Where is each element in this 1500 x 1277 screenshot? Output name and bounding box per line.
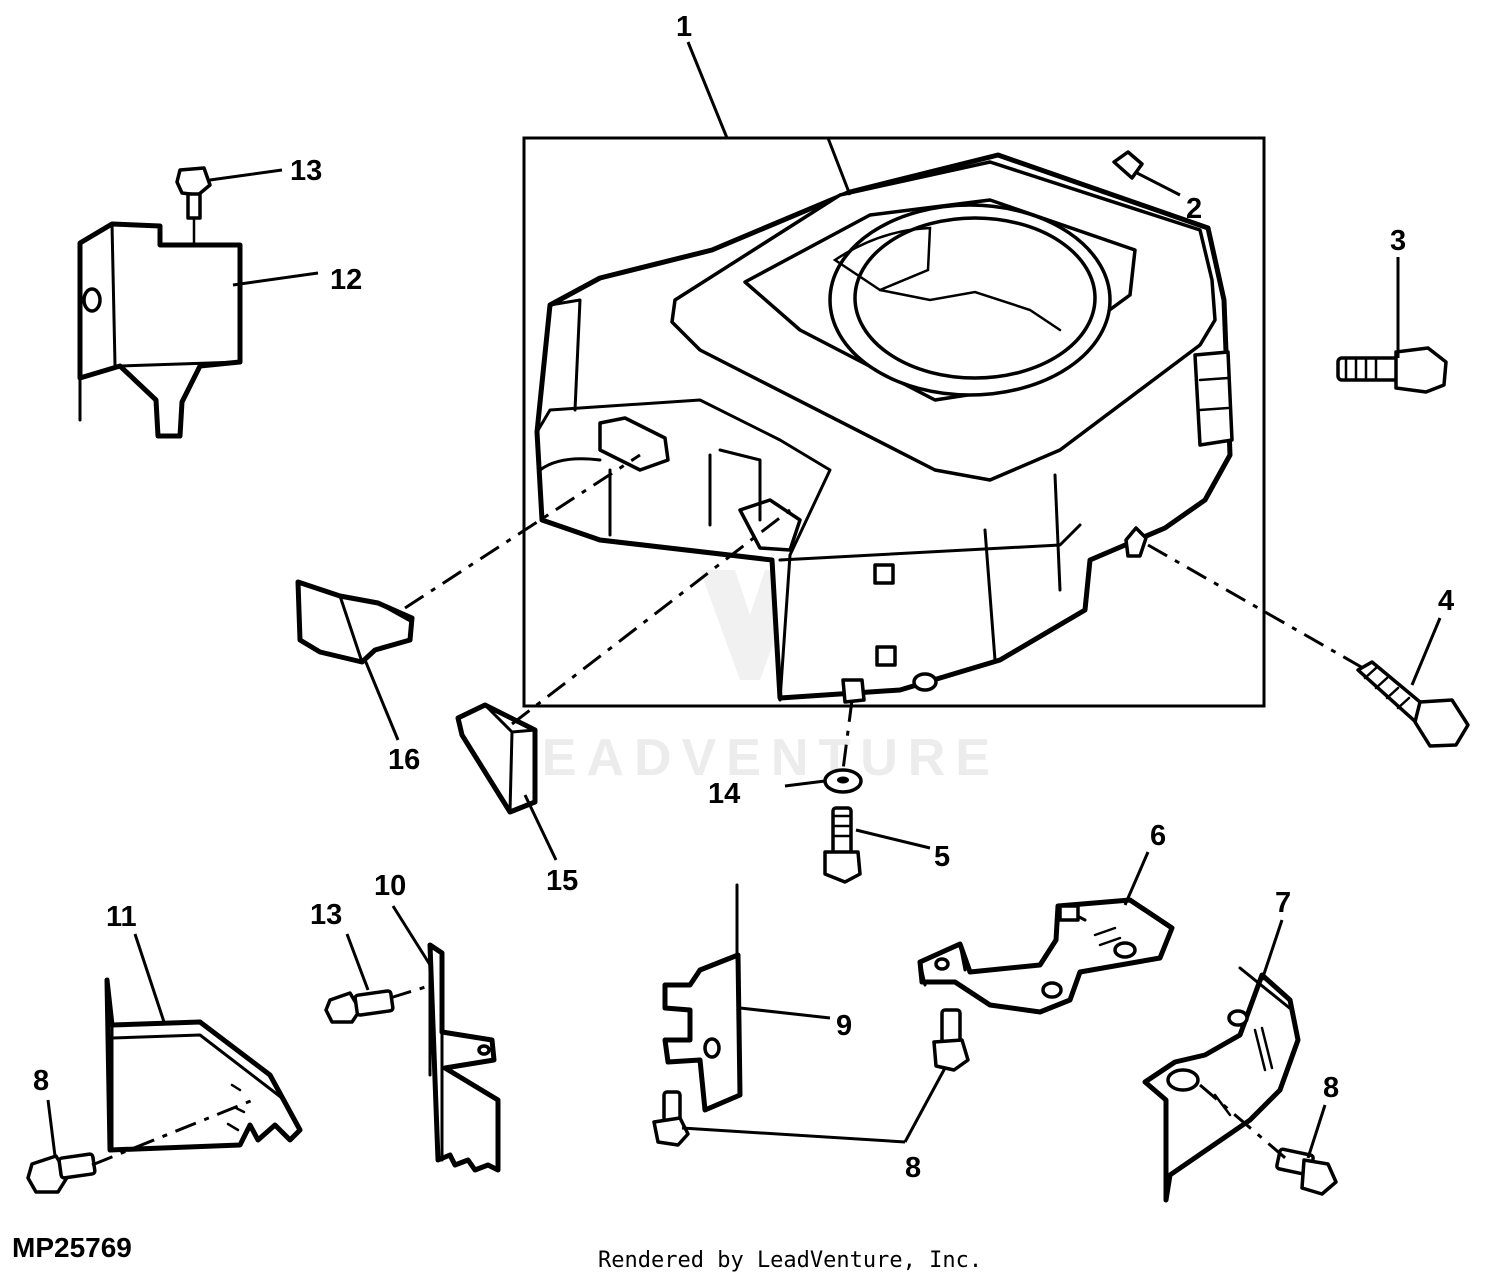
leader-lines — [46, 41, 1442, 1159]
screw-part-13-top[interactable] — [175, 166, 212, 244]
callouts: 1 2 3 4 5 6 7 8 8 8 9 10 11 12 13 13 14 … — [33, 11, 1454, 1184]
footer-credit: Rendered by LeadVenture, Inc. — [598, 1248, 982, 1273]
callout-10: 10 — [374, 870, 406, 902]
callout-5: 5 — [934, 841, 950, 873]
callout-1: 1 — [676, 11, 692, 43]
nut-part-2[interactable] — [1112, 150, 1144, 180]
bracket-part-10[interactable] — [427, 942, 501, 1173]
callout-13-top: 13 — [290, 155, 322, 187]
bracket-part-6[interactable] — [917, 897, 1175, 1015]
callout-2: 2 — [1186, 193, 1202, 225]
bolt-part-8-left[interactable] — [26, 1152, 97, 1194]
callout-8-right: 8 — [1323, 1072, 1339, 1104]
bolt-part-5[interactable] — [823, 806, 862, 884]
callout-15: 15 — [546, 865, 578, 897]
bracket-part-9[interactable] — [662, 883, 743, 1113]
blower-housing[interactable] — [534, 152, 1234, 704]
watermark-text: LEADVENTURE — [500, 729, 1000, 787]
callout-7: 7 — [1275, 887, 1291, 919]
bolt-part-8-mid-left[interactable] — [652, 1090, 690, 1147]
callout-8-middle: 8 — [905, 1152, 921, 1184]
callout-4: 4 — [1438, 585, 1454, 617]
baffle-part-11[interactable] — [104, 977, 303, 1153]
figure-id: MP25769 — [12, 1232, 132, 1263]
callout-9: 9 — [836, 1010, 852, 1042]
callout-6: 6 — [1150, 820, 1166, 852]
bolt-part-4[interactable] — [1356, 660, 1470, 748]
screw-part-13-lower[interactable] — [324, 989, 395, 1024]
bolt-part-8-mid-right[interactable] — [932, 1008, 970, 1072]
baffle-part-12[interactable] — [77, 221, 243, 439]
callout-3: 3 — [1390, 225, 1406, 257]
callout-8-left: 8 — [33, 1065, 49, 1097]
callout-13-lower: 13 — [310, 899, 342, 931]
block-part-15[interactable] — [455, 702, 538, 815]
housing-frame — [522, 136, 1266, 708]
bolt-part-3[interactable] — [1336, 346, 1448, 394]
shield-part-7[interactable] — [1142, 966, 1301, 1203]
bolt-part-8-right[interactable] — [1275, 1147, 1338, 1196]
clip-part-16[interactable] — [295, 579, 415, 665]
callout-14: 14 — [708, 778, 740, 810]
assembly-lines — [91, 453, 1371, 1167]
callout-12: 12 — [330, 264, 362, 296]
callout-11: 11 — [106, 901, 137, 933]
callout-16: 16 — [388, 744, 420, 776]
washer-part-14[interactable] — [823, 768, 863, 794]
